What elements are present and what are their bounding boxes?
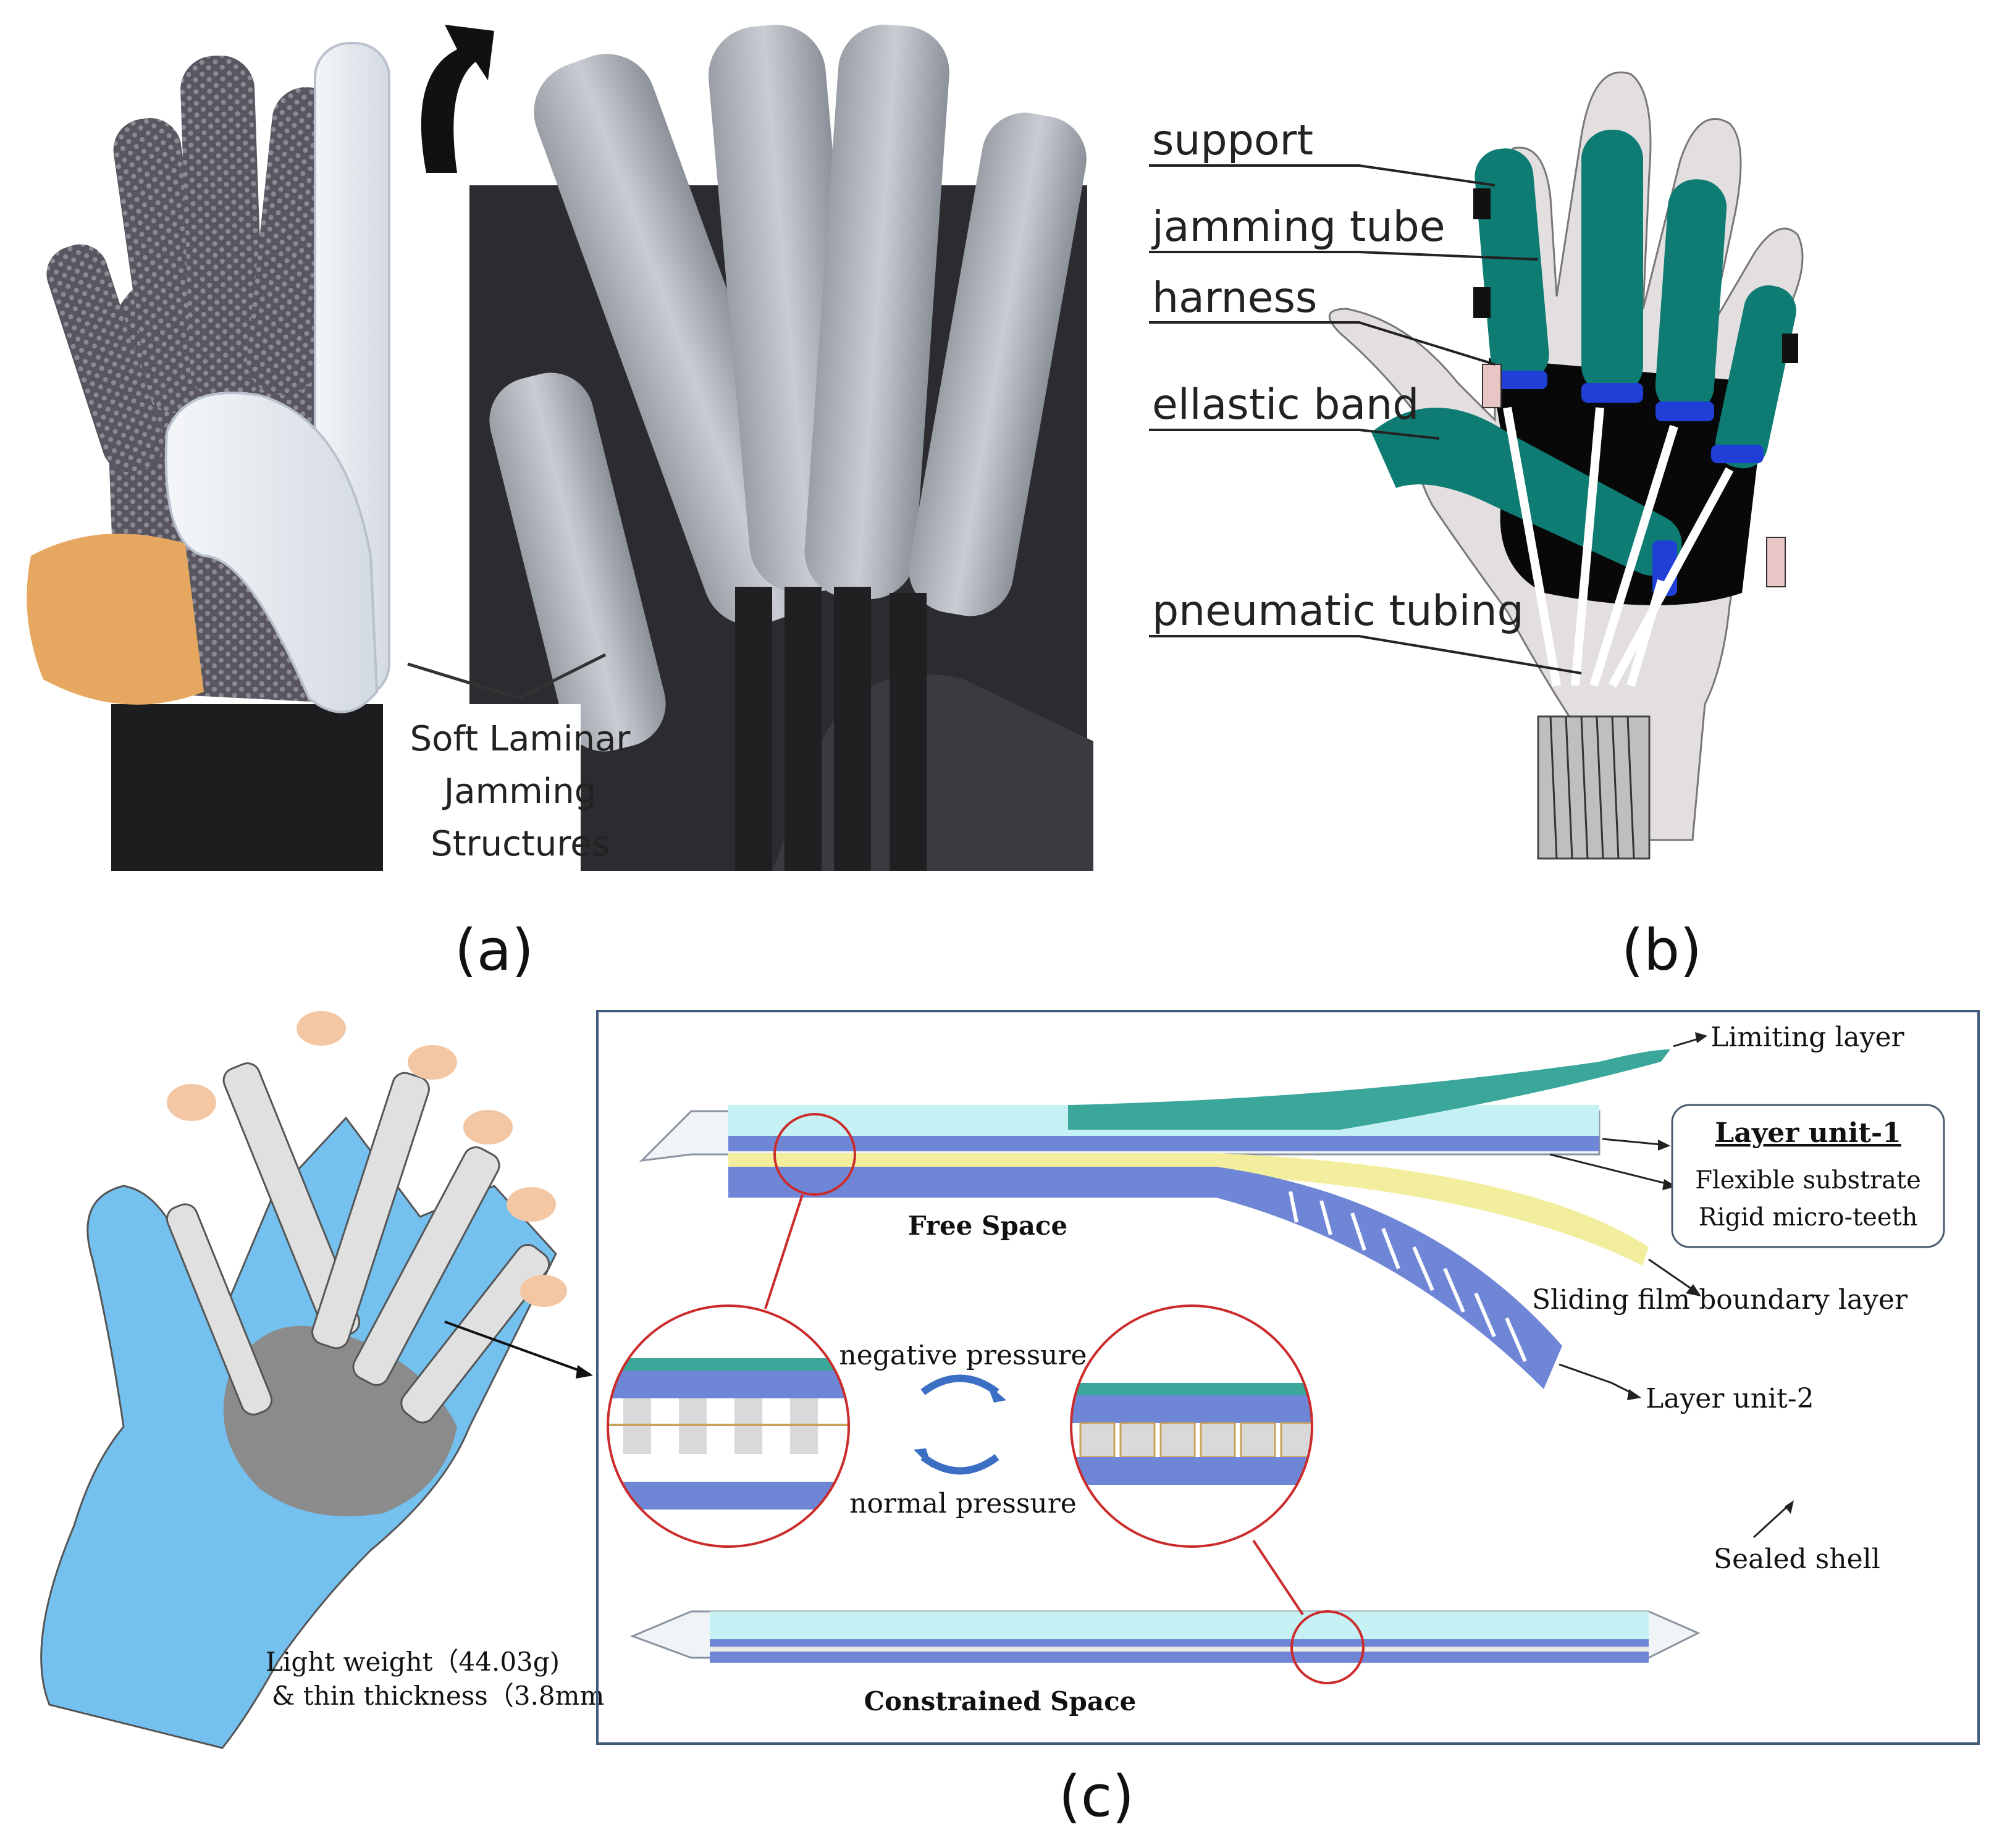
label-pneumatic-tubing: pneumatic tubing [1152,587,1524,636]
caption-c: (c) [1058,1763,1135,1829]
label-negative-pressure: negative pressure [839,1340,1087,1371]
callout-backdrop [383,704,581,871]
support-clip-1 [1473,188,1491,219]
to-negative-arrow [920,1374,999,1395]
support-clip-2 [1473,287,1491,318]
constrained-cyan-layer [710,1611,1649,1639]
label-layer-unit-1: Layer unit-1 [1715,1117,1901,1149]
jamming-tube-finger-2 [1581,130,1643,395]
callout-lines [407,653,607,700]
flexible-substrate-layer [728,1136,1599,1151]
leader-lines [1149,164,1582,674]
pneumatic-tube-4 [1608,467,1734,688]
pneumatic-tube-1 [1503,406,1561,687]
band-1 [1489,371,1547,389]
micro-teeth [1289,1191,1527,1363]
hand-diagram: support jamming tube harness ellastic ba… [1149,71,1804,860]
limiting-layer [1068,1049,1670,1130]
tube-3 [834,587,871,871]
label-layer-unit-2: Layer unit-2 [1646,1383,1814,1414]
free-arrowheads [1627,1032,1794,1514]
right-shell-1 [489,372,666,752]
zoom-jammed [1070,1304,1313,1548]
constrained-bottom-substrate [710,1652,1649,1663]
free-leaders [1549,1036,1792,1539]
label-harness: harness [1152,274,1317,322]
pneumatic-tube-5 [1626,579,1666,687]
right-shell-4 [804,24,949,600]
label-sliding-film: Sliding film boundary layer [1532,1284,1908,1316]
label-normal-pressure: normal pressure [849,1488,1077,1519]
band-4 [1711,445,1764,463]
constrained-zoom-connector [1252,1539,1304,1616]
left-shell-thumb [164,392,379,713]
sliding-film-layer [728,1153,1649,1266]
free-zoom-connector [764,1194,804,1309]
glove-pointer-line [444,1321,591,1376]
right-shell-5 [909,112,1087,616]
panel-c-mechanism: Limiting layer Layer unit-1 Flexible sub… [596,1010,1980,1745]
free-zoom-circle [773,1113,856,1196]
label-jamming-tube: jamming tube [1151,203,1445,251]
label-rigid-micro-teeth: Rigid micro-teeth [1699,1203,1918,1232]
constrained-top-substrate [710,1639,1649,1647]
label-limiting-layer: Limiting layer [1710,1022,1905,1053]
left-glove-finger-middle [180,55,264,402]
glove-note-line-1: Light weight（44.03g) [266,1647,560,1677]
left-glove-finger-little [46,244,164,472]
tube-4 [890,593,927,871]
constrained-zoom-circle [1290,1610,1365,1684]
robot-hand [27,534,204,705]
left-glove-finger-ring [113,118,214,413]
bend-arrow-icon [421,25,494,173]
zoom-relaxed [607,1304,850,1548]
jamming-tube-finger-1 [1474,148,1549,383]
to-normal-arrowhead [914,1448,932,1468]
callout-line-2: Jamming [442,771,597,812]
pneumatic-tube-2 [1571,407,1604,686]
wrist-cuff [111,704,420,871]
support-pad-right [1766,537,1786,587]
callout-line-1: Soft Laminar [410,719,631,759]
fingertips [167,1011,567,1307]
label-elastic-band: ellastic band [1152,380,1419,429]
pneumatic-tube-3 [1589,424,1678,687]
constrained-teeth [710,1647,1649,1652]
to-normal-arrow [920,1454,999,1475]
tube-bundle-stripes [1549,716,1635,859]
caption-b: (b) [1621,917,1702,983]
layer-unit-1-box [1671,1104,1945,1248]
support-pad-left [1482,364,1502,408]
panel-b-diagram: support jamming tube harness ellastic ba… [1112,37,1994,896]
glove-photo-illustration: Soft Laminar Jamming Structures [27,24,1093,871]
panel-a-photo: Soft Laminar Jamming Structures [0,0,1100,871]
jamming-tube-finger-3 [1655,179,1727,414]
caption-a: (a) [454,917,534,983]
label-constrained-space: Constrained Space [864,1686,1137,1716]
callout-line-3: Structures [431,824,610,864]
tube-2 [785,587,822,871]
support-clip-3 [1782,334,1798,363]
glove-pointer-arrowhead [576,1365,593,1379]
label-free-space: Free Space [908,1211,1067,1241]
glove-note-line-2: & thin thickness（3.8mm) [272,1681,605,1711]
mechanism-diagram: Limiting layer Layer unit-1 Flexible sub… [607,1022,1945,1716]
label-flexible-substrate: Flexible substrate [1695,1166,1921,1195]
glove-palm-pad [223,1325,457,1516]
to-negative-arrowhead [986,1383,1006,1403]
panel-c-glove: Light weight（44.03g) & thin thickness（3.… [0,994,605,1773]
jamming-tube-finger-4 [1715,285,1796,469]
blue-glove-drawing: Light weight（44.03g) & thin thickness（3.… [40,1011,605,1749]
label-sealed-shell: Sealed shell [1714,1544,1880,1575]
label-support: support [1152,116,1313,165]
band-2 [1581,383,1643,403]
tube-1 [735,587,772,871]
band-3 [1655,401,1714,421]
